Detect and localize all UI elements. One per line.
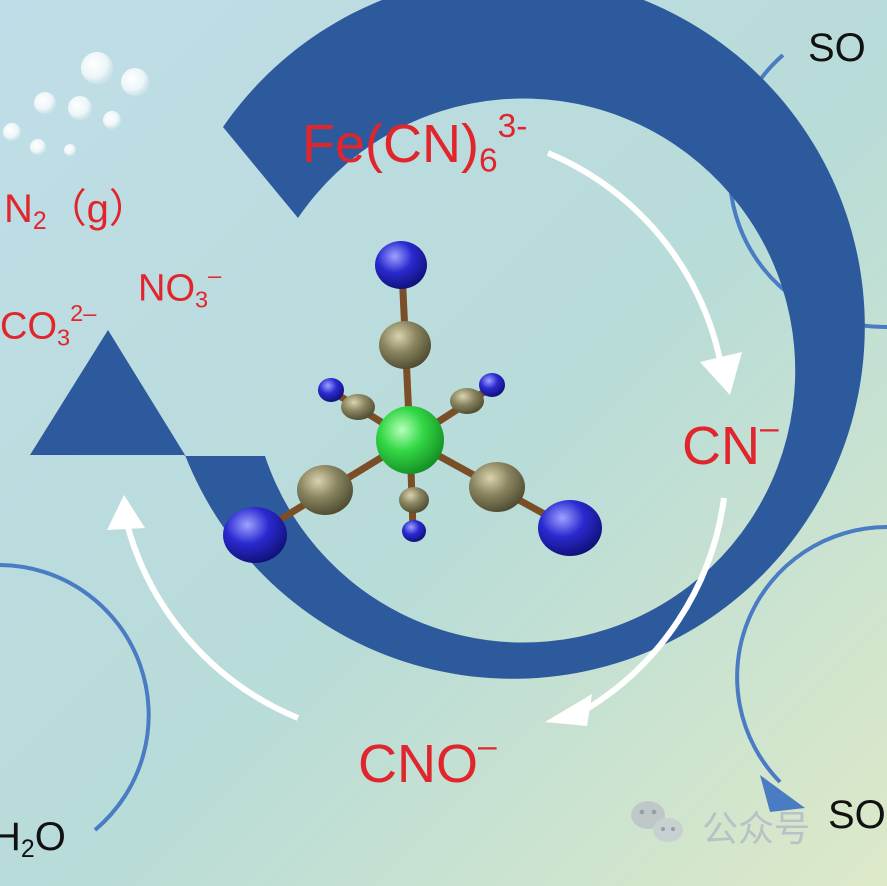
- carbon-atom: [341, 394, 375, 420]
- gas-bubbles: [3, 52, 149, 156]
- ferricyanide-charge: 3-: [497, 108, 528, 145]
- label-cyanate: CNO–: [358, 728, 497, 795]
- nitrogen-gas-sub: 2: [32, 207, 47, 235]
- label-water: H2O: [0, 815, 66, 864]
- sulfate-top-text: SO: [808, 26, 866, 70]
- ferricyanide-sub: 6: [478, 142, 498, 180]
- inner-arrow-3: [107, 495, 300, 721]
- label-ferricyanide: Fe(CN)63-: [302, 108, 527, 180]
- inner-arrow-2: [545, 497, 727, 726]
- cyanide-base: CN: [682, 416, 760, 477]
- arrowhead-bottom-right: [760, 775, 805, 812]
- watermark: 公众号: [628, 800, 810, 852]
- label-sulfate-bottom: SO: [828, 793, 886, 838]
- nitrogen-atom: [375, 241, 427, 289]
- arc-bottom-left: [0, 563, 151, 832]
- arc-bottom-right: [735, 525, 887, 784]
- wechat-icon: [631, 801, 683, 842]
- carbonate-base: CO: [0, 305, 57, 348]
- carbon-atom: [469, 462, 525, 512]
- label-carbonate: CO32–: [0, 300, 96, 351]
- nitrate-base: NO: [138, 267, 195, 310]
- carbonate-sub: 3: [57, 324, 71, 351]
- nitrate-sub: 3: [195, 286, 209, 313]
- label-cyanide: CN–: [682, 410, 779, 477]
- nitrogen-atom: [402, 520, 426, 542]
- nitrate-charge: –: [208, 262, 222, 288]
- label-sulfate-top: SO: [808, 26, 866, 71]
- label-nitrate: NO3–: [138, 262, 221, 313]
- label-nitrogen-gas: N2（g）: [4, 176, 149, 236]
- nitrogen-atom: [479, 373, 505, 397]
- nitrogen-atom: [538, 500, 602, 556]
- carbon-atom: [297, 465, 353, 515]
- cyanide-charge: –: [760, 410, 779, 447]
- cycle-arrowhead: [30, 330, 185, 455]
- iron-atom: [376, 406, 444, 474]
- carbon-atom: [399, 487, 429, 513]
- cyanate-charge: –: [478, 728, 497, 765]
- carbon-atom: [450, 388, 484, 414]
- water-sub: 2: [20, 835, 35, 863]
- water-rest: O: [34, 815, 66, 859]
- carbon-atom: [379, 321, 431, 369]
- cyanate-base: CNO: [358, 734, 478, 795]
- water-base: H: [0, 815, 21, 859]
- ferricyanide-base: Fe(CN): [302, 114, 479, 175]
- ferricyanide-molecule: [223, 241, 602, 563]
- nitrogen-gas-rest: （g）: [46, 187, 149, 231]
- nitrogen-gas-base: N: [4, 187, 33, 231]
- watermark-text: 公众号: [702, 809, 811, 850]
- carbonate-charge: 2–: [70, 300, 97, 326]
- nitrogen-atom: [223, 507, 287, 563]
- nitrogen-atom: [318, 378, 344, 402]
- sulfate-bottom-text: SO: [828, 793, 886, 837]
- inner-arrow-1: [546, 150, 742, 395]
